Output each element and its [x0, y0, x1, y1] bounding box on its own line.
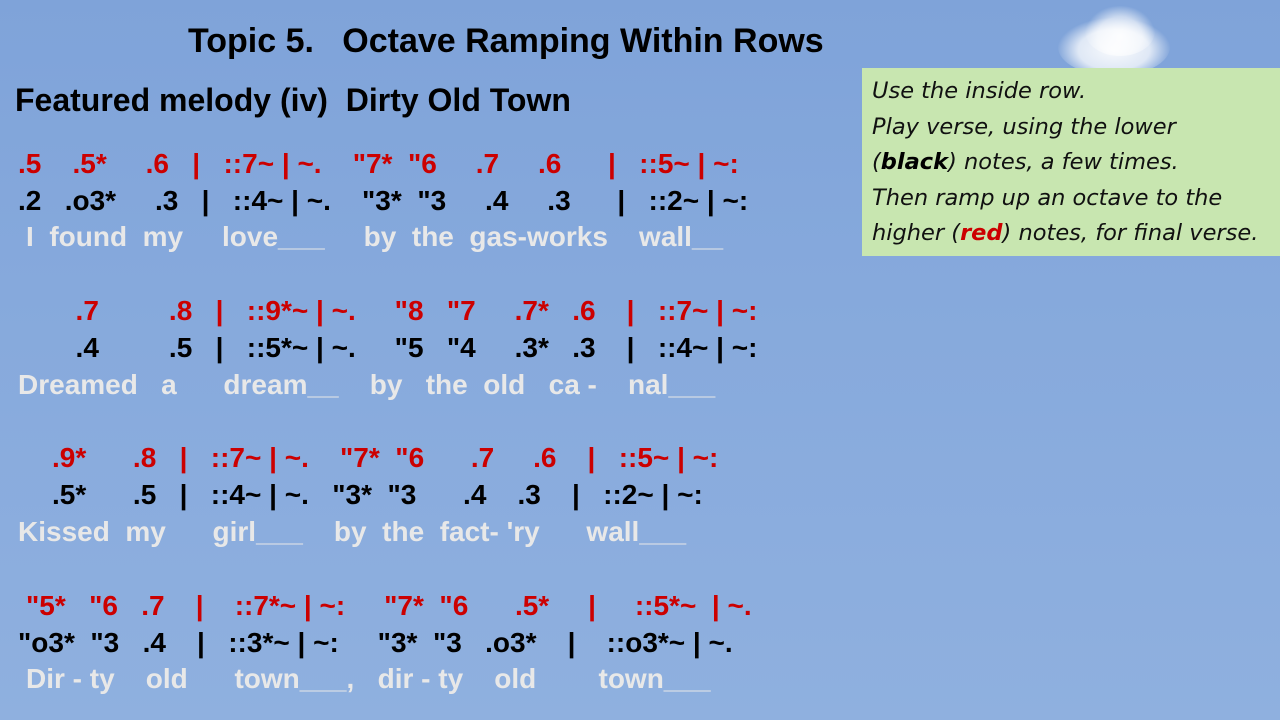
- verse-3-red-notes: .9* .8 | ::7~ | ~. "7* "6 .7 .6 | ::5~ |…: [52, 442, 719, 473]
- instruction-line-4: Then ramp up an octave to the: [872, 184, 1223, 211]
- cloud-decoration-top: [1085, 6, 1155, 56]
- verse-2-black-notes: .4 .5 | ::5*~ | ~. "5 "4 .3* .3 | ::4~ |…: [60, 332, 758, 363]
- verse-3-black-notes: .5* .5 | ::4~ | ~. "3* "3 .4 .3 | ::2~ |…: [52, 479, 703, 510]
- verse-4-black-notes: "o3* "3 .4 | ::3*~ | ~: "3* "3 .o3* | ::…: [18, 627, 733, 658]
- instruction-line-5-start: higher (: [872, 220, 961, 246]
- instruction-line-1: Use the inside row.: [872, 78, 1087, 104]
- verse-1-black-notes: .2 .o3* .3 | ::4~ | ~. "3* "3 .4 .3 | ::…: [18, 185, 749, 216]
- paren-open: (: [872, 149, 881, 175]
- verse-2-lyrics: Dreamed a dream__ by the old ca - nal___: [18, 369, 716, 400]
- instruction-line-3: (black) notes, a few times.: [872, 145, 1280, 181]
- instruction-line-3-rest: ) notes, a few times.: [948, 149, 1179, 175]
- verse-1-red-notes: .5 .5* .6 | ::7~ | ~. "7* "6 .7 .6 | ::5…: [18, 148, 739, 179]
- instruction-box: Use the inside row. Play verse, using th…: [862, 68, 1280, 256]
- verse-1-lyrics: I found my love___ by the gas-works wall…: [26, 221, 724, 252]
- instruction-line-5-rest: ) notes, for final verse.: [1002, 220, 1259, 246]
- red-keyword: red: [960, 220, 1003, 246]
- instruction-line-2: Play verse, using the lower: [872, 113, 1176, 140]
- verse-4-red-notes: "5* "6 .7 | ::7*~ | ~: "7* "6 .5* | ::5*…: [26, 590, 752, 621]
- instruction-line-5: higher (red) notes, for final verse.: [872, 216, 1280, 252]
- slide-title: Topic 5. Octave Ramping Within Rows: [188, 22, 824, 60]
- verse-4-lyrics: Dir - ty old town___, dir - ty old town_…: [26, 663, 711, 694]
- verse-2-red-notes: .7 .8 | ::9*~ | ~. "8 "7 .7* .6 | ::7~ |…: [60, 295, 758, 326]
- verse-3-lyrics: Kissed my girl___ by the fact- 'ry wall_…: [18, 516, 687, 547]
- melody-heading: Featured melody (iv) Dirty Old Town: [15, 82, 571, 118]
- black-keyword: black: [880, 149, 949, 175]
